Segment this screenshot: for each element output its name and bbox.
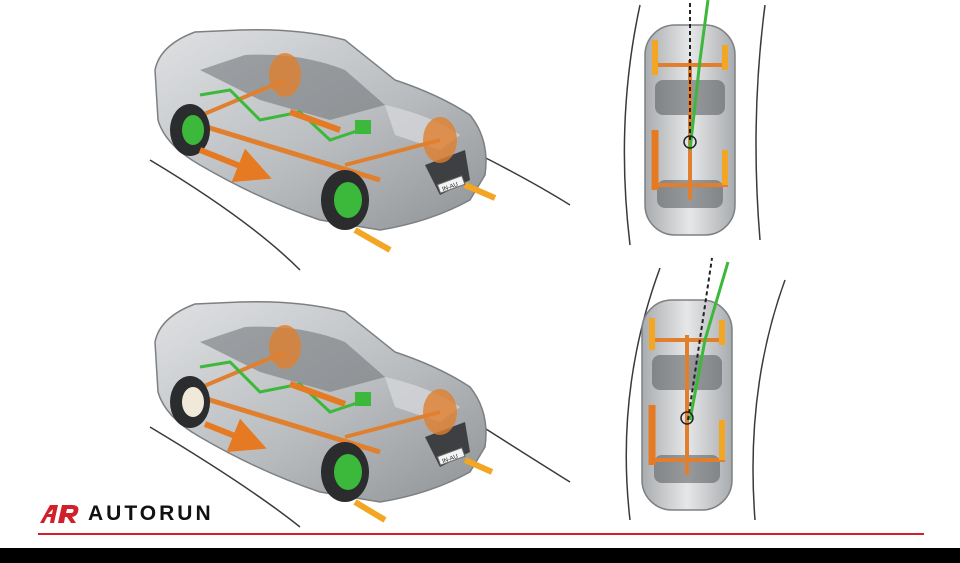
force-arrow — [353, 499, 387, 523]
force-arrow — [288, 381, 347, 407]
license-plate — [436, 447, 466, 466]
road-edge — [752, 279, 786, 521]
brand-divider — [38, 533, 924, 535]
inner-rear-wheel — [269, 53, 301, 97]
brand-name: AUTORUN — [88, 502, 214, 525]
control-unit — [355, 120, 371, 134]
force-arrow — [203, 418, 267, 453]
rear-axle — [189, 78, 286, 122]
center-of-gravity — [680, 411, 694, 425]
license-plate — [436, 175, 466, 194]
front-wheel-hub — [334, 182, 362, 218]
rear-wheel-hub — [182, 115, 204, 145]
center-of-gravity — [683, 135, 697, 149]
vector-system — [199, 360, 361, 414]
road-edge — [755, 4, 766, 241]
steering-path — [688, 261, 730, 421]
force-arrow — [463, 457, 494, 475]
brand-logo: AUTORUN — [38, 500, 214, 528]
steering-path — [688, 0, 710, 151]
trajectory — [687, 257, 713, 421]
license-plate-text: IN-AU — [442, 182, 459, 193]
bottom-bar — [0, 548, 960, 563]
force-arrow — [463, 182, 497, 201]
force-arrow — [198, 147, 272, 183]
illustration: IN-AU IN-AU — [149, 0, 786, 528]
inner-front-wheel — [423, 117, 457, 163]
brand-mark-icon — [40, 505, 79, 523]
license-plate-text: IN-AU — [442, 454, 459, 465]
inner-front-wheel — [423, 389, 457, 435]
control-unit — [355, 392, 371, 406]
inner-rear-wheel — [269, 325, 301, 369]
vector-system — [199, 88, 361, 142]
road-edge — [625, 267, 661, 521]
car-perspective-top: IN-AU — [149, 28, 571, 271]
rear-wheel-hub — [182, 387, 204, 417]
car-top-view-upper — [623, 0, 766, 246]
road-curve — [149, 426, 301, 528]
road-edge — [623, 4, 641, 246]
rear-axle — [189, 350, 286, 394]
force-arrow — [288, 109, 342, 133]
car-perspective-bottom: IN-AU — [149, 300, 571, 528]
front-wheel-hub — [334, 454, 362, 490]
force-arrow — [353, 227, 392, 253]
road-curve — [149, 159, 301, 271]
car-top-view-lower — [625, 257, 786, 521]
